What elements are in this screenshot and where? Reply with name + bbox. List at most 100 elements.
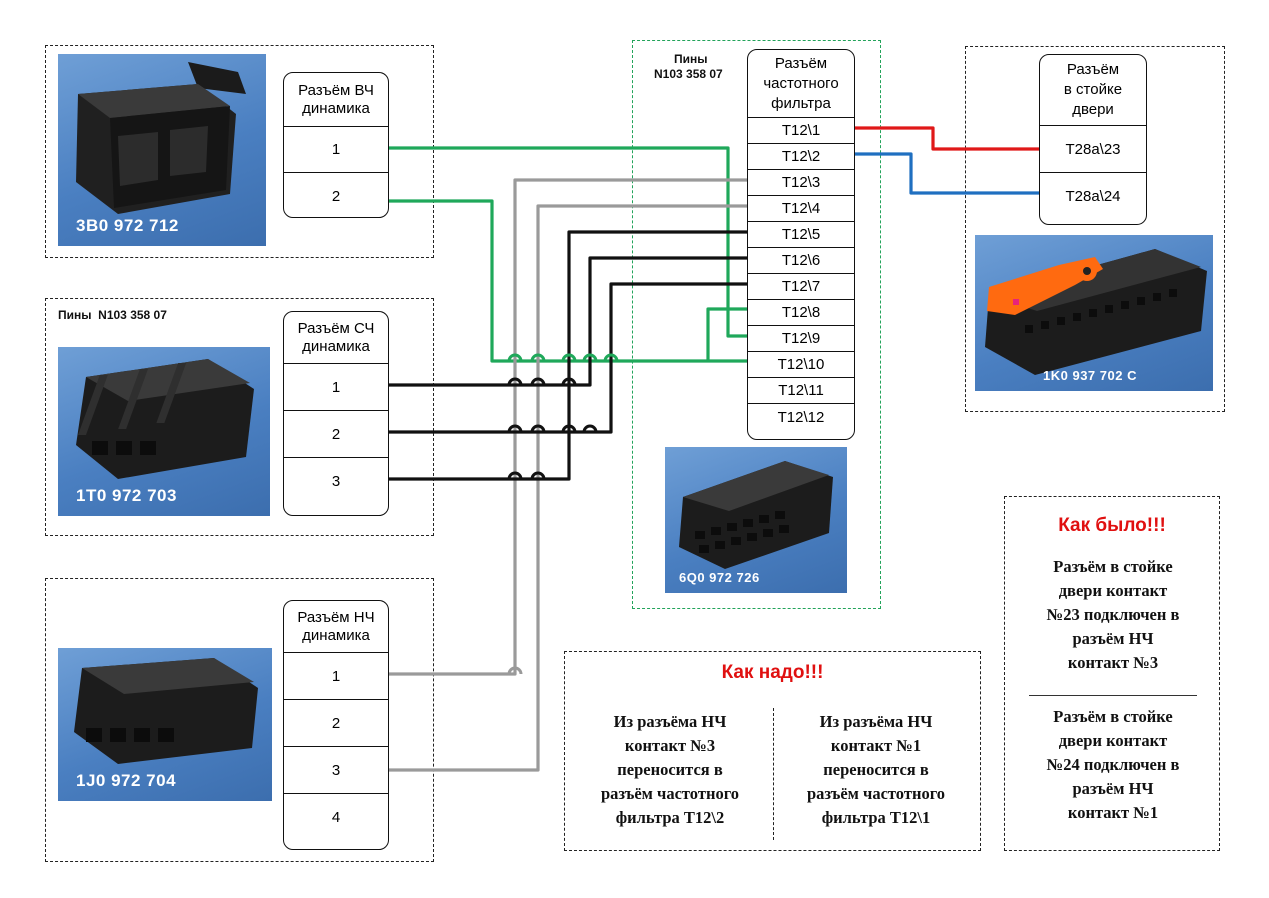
- filter-header-line-1: Разъём: [774, 54, 828, 72]
- door-header-line-1: Разъём: [1066, 61, 1120, 78]
- note-left-line-3: переносится в: [617, 760, 723, 779]
- filter-pin-t12-2: T12\2: [748, 144, 854, 170]
- wire-hf1-t12-9: [388, 146, 748, 338]
- filter-pin-t12-6: T12\6: [748, 248, 854, 274]
- note-was-bottom-line-1: Разъём в стойке: [1053, 707, 1173, 726]
- filter-header-line-2: частотного: [763, 74, 839, 92]
- filter-connector-header: Разъём частотного фильтра: [748, 50, 854, 118]
- filter-pins-caption: Пины N103 358 07: [654, 52, 723, 82]
- filter-photo-label: 6Q0 972 726: [679, 570, 760, 585]
- note-was-top-line-3: №23 подключен в: [1046, 605, 1180, 624]
- filter-pin-t12-9: T12\9: [748, 326, 854, 352]
- wire-t12-8-bridge: [706, 307, 748, 361]
- wire-lf3-t12-4: [388, 204, 748, 772]
- lf-connector-table: Разъём НЧ динамика 1 2 3 4: [283, 600, 389, 850]
- note-how-was-bottom: Разъём в стойке двери контакт №24 подклю…: [1009, 705, 1217, 825]
- note-was-bottom-line-5: контакт №1: [1067, 803, 1159, 822]
- hf-header-line-2: динамика: [302, 99, 370, 117]
- mf-pins-caption: Пины N103 358 07: [58, 308, 167, 322]
- filter-pin-t12-4: T12\4: [748, 196, 854, 222]
- hf-connector-header: Разъём ВЧ динамика: [284, 73, 388, 127]
- note-was-bottom-line-4: разъём НЧ: [1072, 779, 1154, 798]
- note-how-should: Как надо!!! Из разъёма НЧ контакт №3 пер…: [564, 651, 981, 851]
- filter-header-line-3: фильтра: [771, 94, 831, 112]
- hf-pin-1: 1: [284, 127, 388, 173]
- wire-mf2-t12-7: [388, 282, 748, 434]
- mf-header-line-1: Разъём СЧ: [297, 319, 375, 337]
- wire-t12-2-t28a-24: [854, 152, 1040, 195]
- note-was-top-line-2: двери контакт: [1058, 581, 1168, 600]
- note-left-line-5: фильтра Т12\2: [615, 808, 725, 827]
- note-right-line-3: переносится в: [823, 760, 929, 779]
- door-group: [965, 46, 1225, 412]
- mf-header-line-2: динамика: [302, 337, 370, 355]
- lf-connector-header: Разъём НЧ динамика: [284, 601, 388, 653]
- lf-pin-2: 2: [284, 700, 388, 747]
- note-right-line-4: разъём частотного: [806, 784, 946, 803]
- door-pin-t28a-23: T28a\23: [1040, 126, 1146, 173]
- note-how-should-right: Из разъёма НЧ контакт №1 переносится в р…: [777, 710, 975, 830]
- note-right-line-5: фильтра Т12\1: [821, 808, 931, 827]
- note-left-line-1: Из разъёма НЧ: [613, 712, 727, 731]
- note-was-top-line-5: контакт №3: [1067, 653, 1159, 672]
- note-was-top-line-4: разъём НЧ: [1072, 629, 1154, 648]
- hf-header-line-1: Разъём ВЧ: [298, 81, 374, 99]
- filter-pin-t12-12: T12\12: [777, 408, 825, 426]
- note-how-should-left: Из разъёма НЧ контакт №3 переносится в р…: [571, 710, 769, 830]
- door-photo-label: 1K0 937 702 C: [1043, 368, 1137, 383]
- lf-group: [45, 578, 434, 862]
- note-how-should-divider: [773, 708, 774, 840]
- note-how-was-title: Как было!!!: [1058, 515, 1166, 536]
- door-connector-table: Разъём в стойке двери T28a\23 T28a\24: [1039, 54, 1147, 225]
- door-connector-photo: 1K0 937 702 C: [975, 235, 1213, 391]
- filter-pin-t12-3: T12\3: [748, 170, 854, 196]
- mf-photo-label: 1T0 972 703: [76, 486, 177, 505]
- door-header-line-3: двери: [1072, 101, 1114, 118]
- filter-pin-t12-11: T12\11: [748, 378, 854, 404]
- hf-connector-table: Разъём ВЧ динамика 1 2: [283, 72, 389, 218]
- door-connector-header: Разъём в стойке двери: [1040, 55, 1146, 126]
- wire-t12-1-t28a-23: [854, 126, 1040, 151]
- filter-pin-t12-10: T12\10: [748, 352, 854, 378]
- filter-caption-line-2: N103 358 07: [654, 67, 723, 81]
- hf-connector-photo: 3B0 972 712: [58, 54, 266, 246]
- filter-pin-t12-1: T12\1: [748, 118, 854, 144]
- hf-group: [45, 45, 434, 258]
- hf-photo-label: 3B0 972 712: [76, 216, 179, 235]
- note-right-line-1: Из разъёма НЧ: [819, 712, 933, 731]
- filter-group: [632, 40, 881, 609]
- note-how-was-top: Разъём в стойке двери контакт №23 подклю…: [1009, 555, 1217, 675]
- mf-pin-2: 2: [284, 411, 388, 458]
- lf-header-line-2: динамика: [302, 626, 370, 644]
- lf-photo-label: 1J0 972 704: [76, 771, 177, 790]
- note-how-should-title: Как надо!!!: [721, 662, 824, 683]
- mf-connector-header: Разъём СЧ динамика: [284, 312, 388, 364]
- wire-hf2-t12-10: [388, 199, 748, 363]
- filter-connector-photo: 6Q0 972 726: [665, 447, 847, 593]
- filter-caption-line-1: Пины: [674, 52, 708, 66]
- note-was-bottom-line-2: двери контакт: [1058, 731, 1168, 750]
- mf-connector-table: Разъём СЧ динамика 1 2 3: [283, 311, 389, 516]
- note-was-bottom-line-3: №24 подключен в: [1046, 755, 1180, 774]
- mf-pin-3: 3: [331, 473, 341, 490]
- lf-pin-3: 3: [284, 747, 388, 794]
- filter-connector-table: Разъём частотного фильтра T12\1 T12\2 T1…: [747, 49, 855, 440]
- lf-pin-1: 1: [284, 653, 388, 700]
- mf-connector-photo: 1T0 972 703: [58, 347, 270, 516]
- note-left-line-2: контакт №3: [624, 736, 716, 755]
- note-right-line-2: контакт №1: [830, 736, 922, 755]
- door-pin-t28a-24: T28a\24: [1065, 188, 1121, 205]
- hf-pin-2: 2: [331, 187, 341, 205]
- mf-pin-1: 1: [284, 364, 388, 411]
- note-was-top-line-1: Разъём в стойке: [1053, 557, 1173, 576]
- lf-header-line-1: Разъём НЧ: [297, 608, 375, 626]
- wire-mf1-t12-6: [388, 256, 748, 387]
- filter-pin-t12-5: T12\5: [748, 222, 854, 248]
- filter-pin-t12-7: T12\7: [748, 274, 854, 300]
- note-left-line-4: разъём частотного: [600, 784, 740, 803]
- note-how-was: Как было!!! Разъём в стойке двери контак…: [1004, 496, 1220, 851]
- filter-pin-t12-8: T12\8: [748, 300, 854, 326]
- lf-pin-4: 4: [331, 809, 341, 826]
- mf-group: [45, 298, 434, 536]
